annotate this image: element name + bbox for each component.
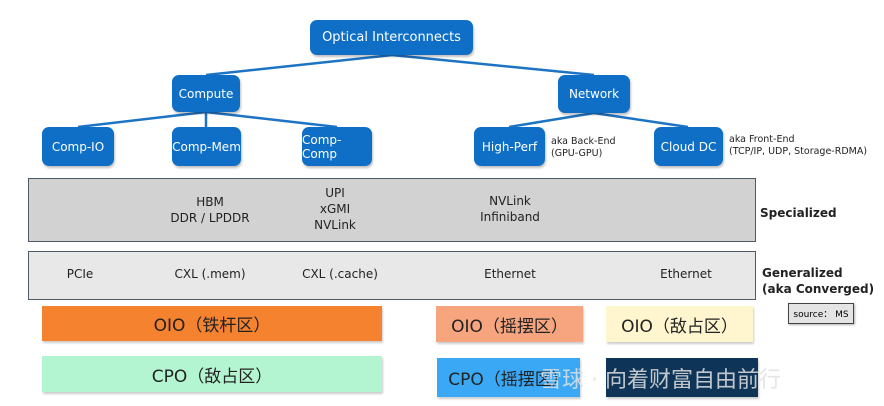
cell-mem: HBM DDR / LPDDR — [150, 194, 270, 226]
box-cpo-swing: CPO（摇摆区） — [437, 358, 580, 397]
cell-line: NVLink — [489, 194, 531, 208]
cell-line: NVLink — [314, 218, 356, 232]
cell-line: DDR / LPDDR — [170, 211, 250, 225]
cell-line: xGMI — [319, 202, 351, 216]
cell-line: UPI — [325, 186, 345, 200]
box-oio-core: OIO（铁杆区） — [42, 306, 382, 341]
box-oio-enemy: OIO（敌占区） — [606, 306, 753, 342]
node-comp-comp: Comp-Comp — [302, 127, 372, 166]
cell-line: Infiniband — [480, 210, 540, 224]
box-dark — [606, 358, 758, 397]
watermark: 雪球 · 向着财富自由前行 — [540, 368, 781, 393]
note-backend: aka Back-End(GPU-GPU) — [551, 136, 616, 160]
generalized-band — [28, 251, 756, 300]
specialized-band — [28, 178, 756, 242]
specialized-label: Specialized — [760, 206, 837, 220]
box-cpo-enemy: CPO（敌占区） — [42, 356, 382, 392]
label-line: Generalized — [762, 266, 843, 280]
cell-cxl-cache: CXL (.cache) — [302, 267, 378, 281]
cell-line: HBM — [196, 195, 224, 209]
note-line: (GPU-GPU) — [551, 148, 603, 159]
cell-ethernet-2: Ethernet — [660, 267, 712, 281]
node-high-perf: High-Perf — [474, 127, 545, 166]
note-line: (TCP/IP, UDP, Storage-RDMA) — [729, 146, 868, 157]
generalized-label: Generalized (aka Converged) — [762, 265, 874, 297]
cell-pcie: PCIe — [66, 267, 94, 281]
note-frontend: aka Front-End(TCP/IP, UDP, Storage-RDMA) — [729, 134, 867, 158]
node-comp-io: Comp-IO — [42, 127, 114, 166]
cell-comp: UPI xGMI NVLink — [290, 185, 380, 233]
node-comp-mem: Comp-Mem — [172, 127, 241, 166]
cell-cxl-mem: CXL (.mem) — [174, 267, 246, 281]
node-cloud-dc: Cloud DC — [654, 127, 723, 166]
source-label: source： MS — [788, 303, 854, 324]
cell-ethernet-1: Ethernet — [484, 267, 536, 281]
note-line: aka Back-End — [551, 136, 616, 147]
node-optical-interconnects: Optical Interconnects — [310, 20, 473, 55]
box-oio-swing: OIO（摇摆区） — [436, 306, 583, 342]
note-line: aka Front-End — [729, 134, 795, 145]
label-line: (aka Converged) — [762, 282, 875, 296]
node-compute: Compute — [172, 75, 240, 112]
node-network: Network — [558, 75, 630, 113]
